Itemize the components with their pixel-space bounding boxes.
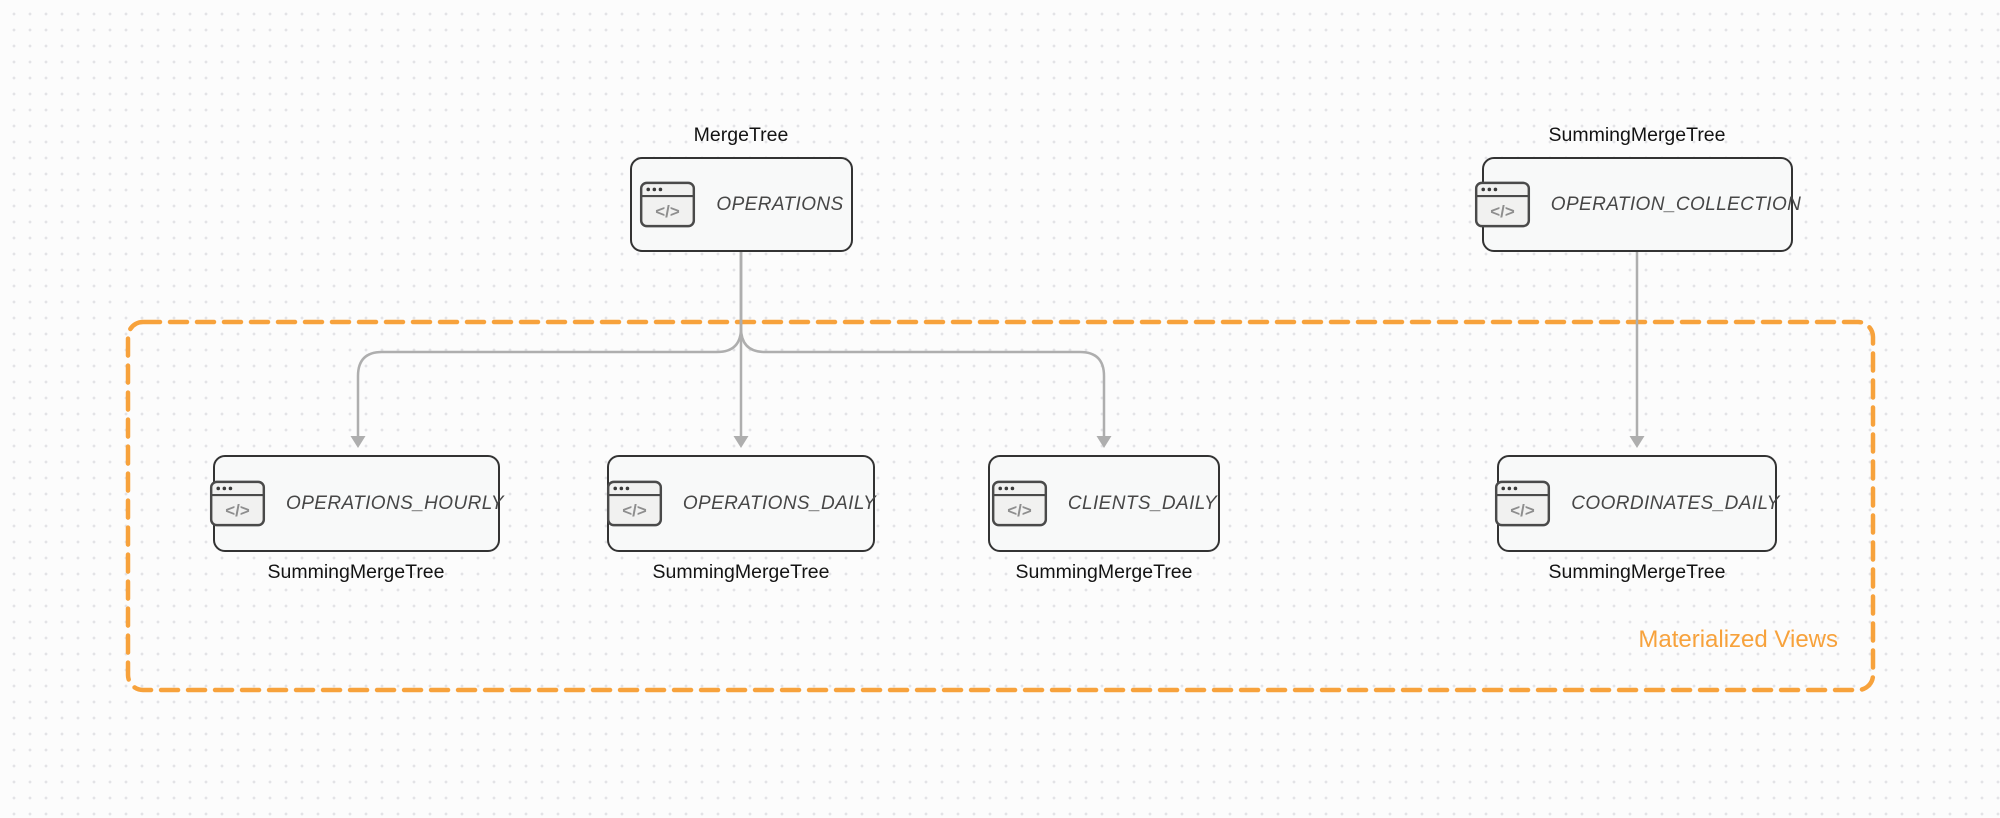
arrowhead-operations-daily: [733, 436, 749, 448]
code-window-icon: </>: [1474, 181, 1530, 228]
node-title: CLIENTS_DAILY: [1067, 492, 1218, 514]
table-node-clients-daily[interactable]: </> CLIENTS_DAILY: [988, 455, 1220, 552]
svg-text:</>: </>: [622, 501, 647, 520]
engine-label-clients-daily: SummingMergeTree: [1015, 561, 1193, 583]
node-title: OPERATION_COLLECTION: [1550, 193, 1802, 215]
code-window-icon: </>: [606, 480, 662, 527]
svg-text:</>: </>: [1007, 501, 1032, 520]
edge-operations-to-operations-hourly: [356, 252, 743, 437]
node-title: COORDINATES_DAILY: [1571, 492, 1780, 514]
svg-text:</>: </>: [1511, 501, 1536, 520]
engine-label-coordinates-daily: SummingMergeTree: [1548, 561, 1726, 583]
table-node-coordinates-daily[interactable]: </> COORDINATES_DAILY: [1495, 455, 1780, 552]
node-title: OPERATIONS_HOURLY: [286, 492, 504, 514]
node-title: OPERATIONS_DAILY: [682, 492, 877, 514]
code-window-icon: </>: [209, 480, 266, 527]
arrowhead-operations-hourly: [350, 436, 366, 448]
code-window-icon: </>: [1495, 480, 1551, 527]
arrowhead-clients-daily: [1096, 436, 1112, 448]
code-window-icon: </>: [640, 181, 696, 228]
materialized-views-label: Materialized Views: [1638, 626, 1838, 653]
engine-label-operations-hourly: SummingMergeTree: [267, 561, 445, 583]
node-title: OPERATIONS: [716, 193, 844, 215]
table-node-operation-collection[interactable]: </> OPERATION_COLLECTION: [1474, 157, 1801, 252]
arrowhead-coordinates-daily: [1629, 436, 1645, 448]
svg-text:</>: </>: [225, 501, 250, 520]
edge-operations-to-clients-daily: [739, 252, 1106, 437]
svg-text:</>: </>: [1490, 202, 1515, 221]
table-node-operations-daily[interactable]: </> OPERATIONS_DAILY: [606, 455, 877, 552]
code-window-icon: </>: [991, 480, 1047, 527]
svg-text:</>: </>: [656, 202, 681, 221]
engine-label-operations-daily: SummingMergeTree: [652, 561, 830, 583]
engine-label-operation-collection: SummingMergeTree: [1548, 124, 1726, 146]
table-node-operations[interactable]: </> OPERATIONS: [630, 157, 853, 252]
materialized-views-group-box: [125, 319, 1876, 693]
engine-label-operations: MergeTree: [693, 124, 789, 146]
table-node-operations-hourly[interactable]: </> OPERATIONS_HOURLY: [209, 455, 504, 552]
